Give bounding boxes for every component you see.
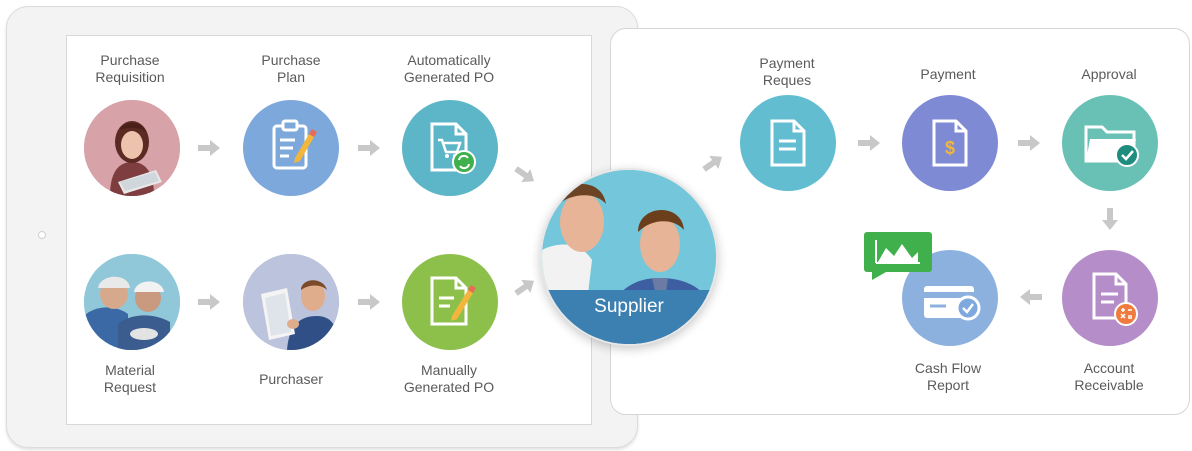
arrow-right-icon	[856, 130, 882, 156]
account-receivable-node	[1062, 250, 1158, 346]
arrow-right-icon	[356, 289, 382, 315]
label-account-receivable: Account Receivable	[1074, 360, 1144, 393]
arrow-right-icon	[196, 289, 222, 315]
arrow-right-icon	[196, 135, 222, 161]
supplier-band	[542, 290, 716, 344]
material-request-node	[84, 254, 180, 350]
purchaser-node	[243, 254, 339, 350]
purchase-plan-node	[243, 100, 339, 196]
supplier-label: Supplier	[594, 296, 664, 317]
label-purchaser: Purchaser	[259, 371, 323, 387]
arrow-down-icon	[1097, 206, 1123, 232]
document-cart-refresh-icon	[430, 122, 476, 174]
chart-badge-icon	[864, 232, 934, 280]
document-dollar-icon: $	[932, 119, 968, 167]
person-reading-icon	[243, 254, 339, 350]
purchase-requisition-node	[84, 100, 180, 196]
arrow-diagonal-down-icon	[507, 157, 543, 193]
arrow-left-icon	[1018, 284, 1044, 310]
arrow-diagonal-up-icon	[695, 145, 731, 181]
label-cash-flow-report: Cash Flow Report	[914, 360, 982, 393]
label-approval: Approval	[1081, 66, 1137, 82]
auto-po-node	[402, 100, 498, 196]
label-purchase-plan: Purchase Plan	[261, 52, 321, 85]
person-with-tablet-icon	[84, 100, 180, 196]
folder-check-icon	[1084, 125, 1139, 167]
tablet-frame	[6, 6, 638, 448]
clipboard-pencil-icon	[272, 119, 317, 170]
arrow-diagonal-up-icon	[507, 269, 543, 305]
label-material-request: Material Request	[103, 362, 157, 395]
supplier-node: Supplier	[540, 168, 718, 346]
document-calculator-icon	[1092, 272, 1138, 326]
tablet-screen	[66, 35, 592, 425]
label-manual-po: Manually Generated PO	[403, 362, 495, 395]
arrow-right-icon	[356, 135, 382, 161]
approval-node	[1062, 95, 1158, 191]
manual-po-node	[402, 254, 498, 350]
arrow-right-icon	[1016, 130, 1042, 156]
label-payment: Payment	[920, 66, 976, 82]
label-payment-request: Payment Reques	[759, 55, 815, 88]
svg-text:$: $	[945, 138, 955, 158]
label-purchase-requisition: Purchase Requisition	[95, 52, 165, 85]
label-auto-po: Automatically Generated PO	[403, 52, 495, 85]
document-pencil-icon	[430, 276, 476, 326]
tablet-home-button	[38, 231, 46, 239]
payment-node: $	[902, 95, 998, 191]
document-icon	[770, 119, 806, 167]
card-chart-icon	[924, 286, 981, 321]
payment-request-node	[740, 95, 836, 191]
workers-icon	[84, 254, 180, 350]
